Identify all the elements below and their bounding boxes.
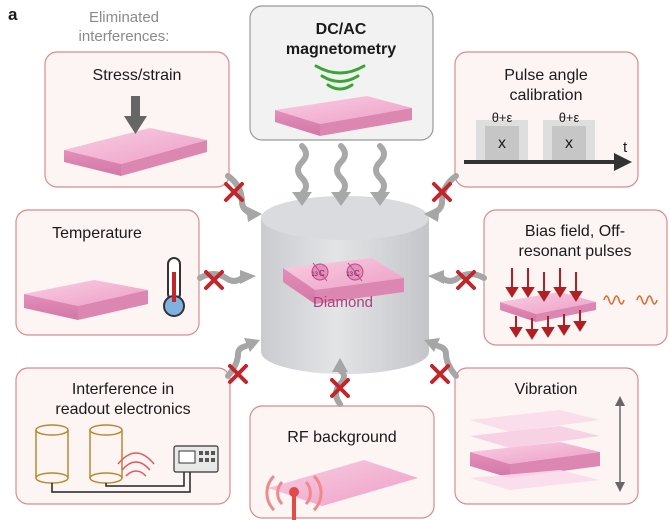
vibration-arrow-icon <box>615 396 625 492</box>
coil-icon <box>35 424 123 484</box>
wavy-arrow-icon <box>295 143 387 197</box>
instrument-icon <box>173 445 219 473</box>
pulse-letter-1: x <box>498 135 506 152</box>
readout-title-line2: readout electronics <box>55 401 190 418</box>
pulse-letter-2: x <box>565 135 573 152</box>
bias-title-line2: resonant pulses <box>519 243 632 260</box>
panel-temperature: Temperature <box>15 209 200 336</box>
carbon13-icon <box>311 262 364 282</box>
vibrating-slabs <box>470 410 600 490</box>
panel-bias: Bias field, Off- resonant pulses <box>483 209 668 346</box>
panel-vibration: Vibration <box>454 367 639 505</box>
panel-pulse: Pulse angle calibration θ+ε θ+ε x x t <box>454 51 639 188</box>
panel-stress: Stress/strain <box>44 51 230 188</box>
isotope-mass-2: 13 <box>346 272 353 278</box>
magnetometry-title-line2: magnetometry <box>286 41 396 58</box>
temperature-title: Temperature <box>52 225 142 242</box>
rf-title: RF background <box>287 429 396 446</box>
diamond-cylinder: 13 C 13 C Diamond <box>261 196 429 374</box>
eliminated-label-line2: interferences: <box>79 28 170 45</box>
stress-arrow-icon <box>124 96 147 134</box>
readout-title-line1: Interference in <box>72 381 174 398</box>
interference-wave-icon <box>117 452 155 477</box>
thermometer-icon <box>163 257 185 317</box>
vibration-title: Vibration <box>515 381 578 398</box>
magnetic-field-arrow-icon <box>505 268 587 340</box>
isotope-symbol-2: C <box>354 269 360 278</box>
isotope-symbol-1: C <box>319 269 325 278</box>
cross-icon <box>204 182 476 398</box>
diamond-label: Diamond <box>313 294 373 311</box>
time-axis-label: t <box>623 139 628 156</box>
bias-title-line1: Bias field, Off- <box>525 223 625 240</box>
pulse-title-line1: Pulse angle <box>504 67 588 84</box>
pulse-title-line2: calibration <box>510 87 583 104</box>
panel-rf: RF background <box>249 405 435 520</box>
antenna-icon <box>265 474 323 520</box>
pulse-label-2: θ+ε <box>559 110 580 125</box>
offresonant-wave-icon <box>603 295 658 305</box>
panel-magnetometry: DC/AC magnetometry <box>249 5 434 141</box>
panel-letter: a <box>8 5 18 24</box>
magnetometry-title-line1: DC/AC <box>316 21 367 38</box>
signal-wave-icon <box>314 64 366 91</box>
stress-title: Stress/strain <box>93 67 182 84</box>
pulse-label-1: θ+ε <box>492 110 513 125</box>
isotope-mass-1: 13 <box>311 272 318 278</box>
eliminated-label-line1: Eliminated <box>89 9 159 26</box>
panel-readout: Interference in readout electronics <box>15 367 231 505</box>
